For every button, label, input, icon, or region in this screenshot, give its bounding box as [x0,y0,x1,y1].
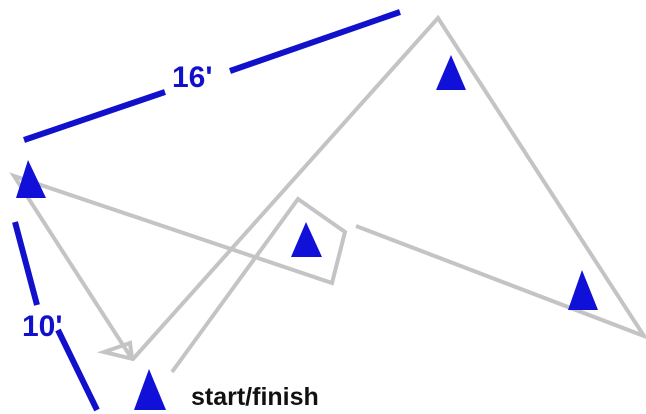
course-path [9,14,646,374]
dimension-line-left-lower [55,328,100,412]
dimension-label-10ft: 10' [22,310,63,343]
cone-right [568,270,598,310]
cone-center [291,222,322,257]
cone-left [16,160,46,198]
dimension-label-16ft: 16' [172,61,213,94]
cone-start-finish [134,369,166,410]
dimension-line-top-left [23,89,166,143]
course-path-line [9,14,646,374]
dimension-line-top-right [229,9,401,74]
dimension-line-left-upper [12,221,40,306]
start-finish-label: start/finish [191,383,319,411]
cone-top-right [436,55,466,90]
